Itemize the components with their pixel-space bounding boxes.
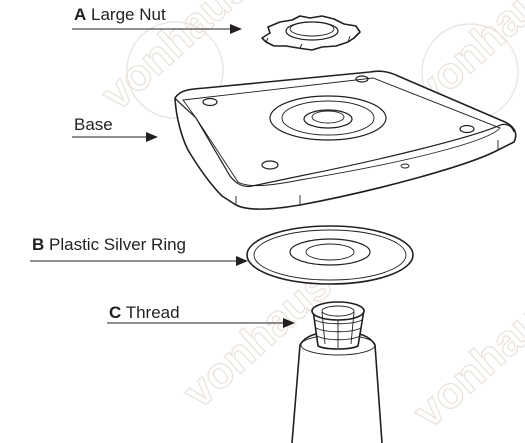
label-thread: C Thread bbox=[109, 303, 180, 322]
label-plastic-silver-ring: B Plastic Silver Ring bbox=[32, 235, 186, 254]
arrow-base-icon bbox=[146, 132, 158, 142]
arrow-a-icon bbox=[230, 24, 242, 34]
label-base: Base bbox=[74, 115, 113, 134]
base-plate bbox=[174, 70, 517, 210]
svg-text:vonhaus: vonhaus bbox=[404, 280, 525, 437]
thread bbox=[311, 301, 365, 350]
label-large-nut: A Large Nut bbox=[74, 5, 166, 24]
arrow-b-icon bbox=[236, 256, 248, 266]
arrow-c-icon bbox=[283, 318, 295, 328]
large-nut bbox=[261, 15, 361, 51]
plastic-silver-ring bbox=[246, 225, 414, 285]
leader-lines bbox=[30, 24, 295, 328]
